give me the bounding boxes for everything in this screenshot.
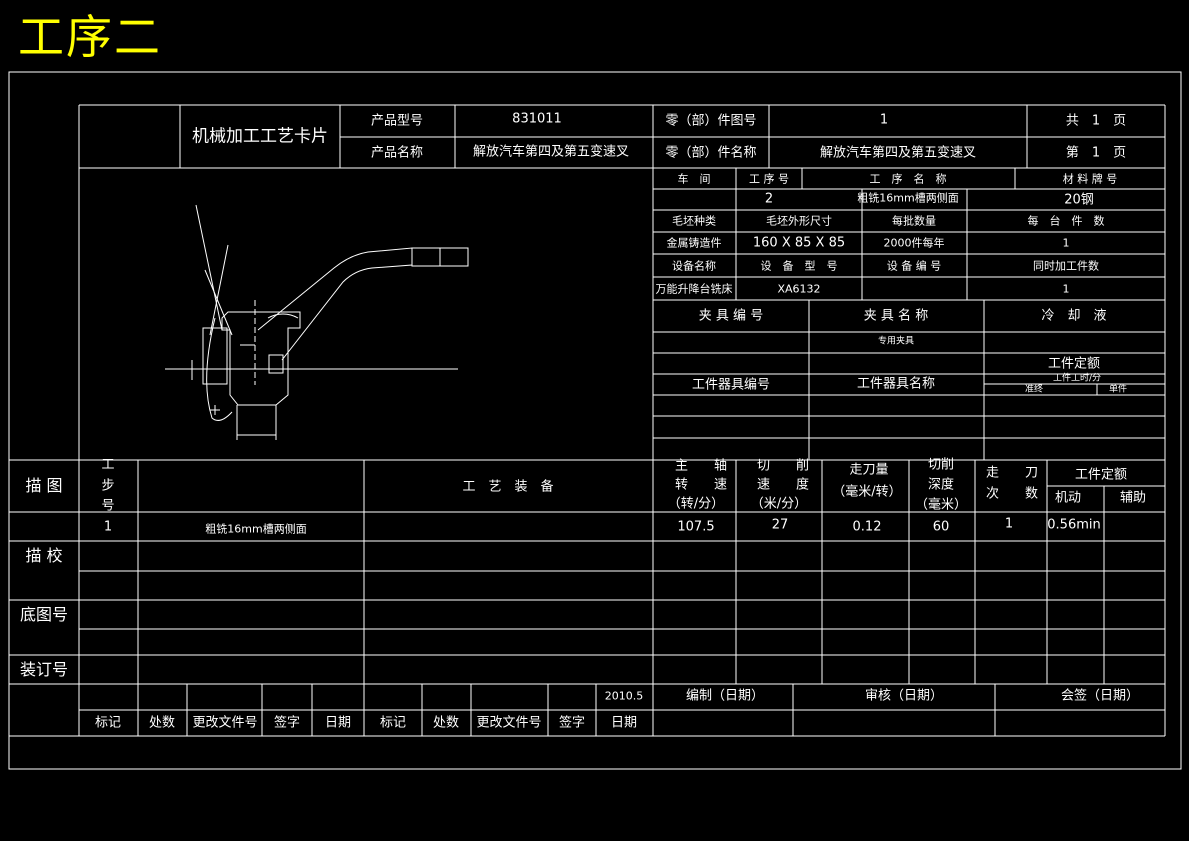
passes-header-2: 次 数 [985, 486, 1039, 502]
station-tool-no-label: 工件器具编号 [691, 377, 771, 393]
part-name-label: 零（部）件名称 [665, 145, 757, 161]
product-name-label: 产品名称 [370, 145, 424, 161]
workshop-label: 车 间 [677, 172, 711, 186]
aux-header: 辅助 [1119, 490, 1147, 506]
countersign-label: 会签（日期） [1060, 688, 1140, 704]
total-pages: 共 1 页 [1065, 113, 1127, 129]
material-value: 20钢 [1064, 192, 1094, 208]
footer-col-docno-2: 更改文件号 [476, 715, 542, 731]
product-model-value: 831011 [512, 111, 562, 127]
op-name-value: 粗铣16mm槽两侧面 [857, 191, 959, 205]
blank-size-label: 毛坯外形尺寸 [766, 214, 832, 228]
footer-col-count-2: 处数 [432, 715, 460, 731]
equip-name-value: 万能升降台铣床 [655, 282, 733, 296]
part-sketch [165, 204, 469, 440]
passes-header-1: 走 刀 [985, 465, 1039, 481]
step-1-passes: 1 [1004, 516, 1014, 532]
speed-header-3: （米/分） [750, 496, 808, 512]
equip-no-label: 设 备 编 号 [886, 259, 942, 273]
step-1-feed: 0.12 [852, 519, 882, 535]
equip-name-label: 设备名称 [672, 259, 716, 273]
check-label: 描 校 [25, 546, 63, 565]
step-1-speed: 27 [771, 517, 789, 533]
part-name-value: 解放汽车第四及第五变速叉 [819, 145, 977, 161]
product-model-label: 产品型号 [370, 113, 424, 129]
station-tool-name-label: 工件器具名称 [856, 376, 936, 392]
footer-col-date-1: 日期 [324, 715, 352, 731]
step-no-header-3: 号 [101, 498, 115, 514]
depth-header-2: 深度 [927, 477, 955, 493]
blank-type-label: 毛坯种类 [672, 214, 716, 228]
fixture-no-label: 夹 具 编 号 [698, 308, 764, 324]
single-label: 单件 [1108, 384, 1128, 395]
review-label: 审核（日期） [864, 688, 944, 704]
simul-label: 同时加工件数 [1033, 259, 1099, 273]
part-drawing-no-value: 1 [879, 112, 889, 128]
draw-label: 描 图 [25, 476, 63, 495]
page-title: 工序二 [18, 10, 162, 64]
per-unit-value: 1 [1062, 236, 1070, 250]
step-no-header-1: 工 [101, 457, 115, 473]
step-1-spindle: 107.5 [677, 519, 715, 535]
compile-label: 编制（日期） [685, 688, 765, 704]
spindle-header-1: 主 轴 [674, 458, 728, 474]
footer-date: 2010.5 [604, 689, 644, 703]
drawing-border [8, 71, 1182, 770]
feed-header-2: （毫米/转） [832, 484, 902, 500]
fixture-name-value: 专用夹具 [877, 336, 915, 347]
feed-header-1: 走刀量 [849, 462, 889, 478]
depth-header-3: （毫米） [914, 497, 968, 513]
step-1-depth: 60 [932, 519, 950, 535]
step-1-content: 粗铣16mm槽两侧面 [205, 522, 307, 536]
footer-col-docno-1: 更改文件号 [192, 715, 258, 731]
footer-col-sign-1: 签字 [273, 715, 301, 731]
spindle-header-3: （转/分） [667, 496, 725, 512]
blank-size-value: 160 X 85 X 85 [752, 235, 846, 251]
quota-header: 工件定额 [1074, 467, 1128, 483]
simul-value: 1 [1062, 282, 1070, 296]
depth-header-1: 切削 [927, 457, 955, 473]
op-no-value: 2 [764, 191, 774, 207]
op-no-label: 工 序 号 [749, 172, 789, 186]
equipment-header: 工 艺 装 备 [462, 479, 554, 495]
footer-col-sign-2: 签字 [558, 715, 586, 731]
part-drawing-no-label: 零（部）件图号 [665, 113, 757, 129]
speed-header-2: 速 度 [756, 477, 810, 493]
card-title: 机械加工工艺卡片 [192, 126, 328, 147]
step-no-header-2: 步 [101, 478, 115, 494]
batch-qty-label: 每批数量 [892, 214, 936, 228]
footer-col-date-2: 日期 [610, 715, 638, 731]
base-no-label: 底图号 [19, 605, 69, 624]
machine-header: 机动 [1054, 490, 1082, 506]
step-1-machine: 0.56min [1047, 517, 1101, 533]
step-1-no: 1 [103, 519, 113, 535]
product-name-value: 解放汽车第四及第五变速叉 [472, 144, 630, 160]
coolant-label: 冷 却 液 [1041, 308, 1107, 324]
equip-model-label: 设 备 型 号 [760, 259, 838, 273]
hours-label: 工件工时/分 [1052, 373, 1102, 384]
fixture-name-label: 夹 具 名 称 [863, 308, 929, 324]
quota-label-top: 工件定额 [1047, 356, 1101, 372]
blank-type-value: 金属铸造件 [666, 236, 722, 250]
prep-label: 准终 [1024, 384, 1044, 395]
footer-col-count-1: 处数 [148, 715, 176, 731]
page-no: 第 1 页 [1065, 145, 1127, 161]
footer-col-mark-2: 标记 [379, 715, 407, 731]
equip-model-value: XA6132 [777, 282, 821, 296]
footer-col-mark-1: 标记 [94, 715, 122, 731]
material-label: 材 料 牌 号 [1062, 172, 1118, 186]
per-unit-label: 每 台 件 数 [1027, 214, 1105, 228]
speed-header-1: 切 削 [756, 458, 810, 474]
spindle-header-2: 转 速 [674, 477, 728, 493]
op-name-label: 工 序 名 称 [869, 172, 947, 186]
batch-qty-value: 2000件每年 [883, 236, 945, 250]
binding-no-label: 装订号 [19, 660, 69, 679]
